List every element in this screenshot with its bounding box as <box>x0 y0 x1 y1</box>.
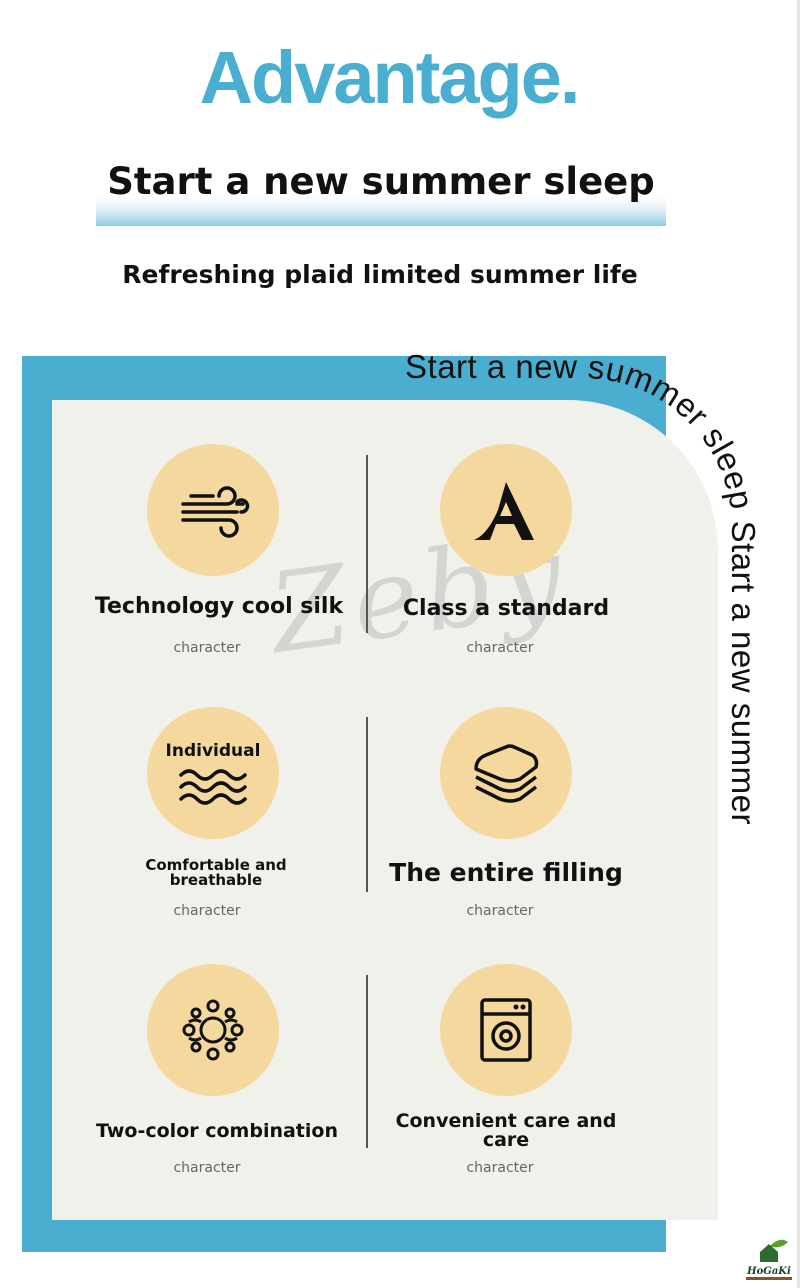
circle-caption: Individual <box>165 741 261 761</box>
feature-title: Two-color combination <box>96 1120 338 1142</box>
feature-icon-circle <box>147 964 279 1096</box>
logo-text: HoGaKi <box>746 1266 791 1277</box>
feature-subtitle: character <box>173 903 241 919</box>
feature-subtitle: character <box>466 903 534 919</box>
letter-a-icon <box>474 482 534 540</box>
feature-title: Class a standard <box>402 596 610 621</box>
divider <box>366 975 368 1148</box>
feature-subtitle: character <box>173 1160 241 1176</box>
feature-icon-circle <box>440 964 572 1096</box>
feature-subtitle: character <box>173 640 241 656</box>
feature-icon-circle <box>147 444 279 576</box>
pattern-icon <box>182 999 244 1061</box>
divider <box>366 455 368 633</box>
hogaki-logo: HoGaKi <box>746 1239 792 1280</box>
feature-subtitle: character <box>466 640 534 656</box>
wind-icon <box>181 486 250 538</box>
page-title: Advantage. <box>199 36 581 119</box>
feature-title: Convenient care and care <box>395 1110 617 1151</box>
feature-icon-circle <box>440 444 572 576</box>
divider <box>366 717 368 892</box>
banner: Start a new summer sleep <box>96 140 666 226</box>
feature-title: Technology cool silk <box>94 594 344 619</box>
layers-icon <box>474 744 539 803</box>
feature-subtitle: character <box>466 1160 534 1176</box>
feature-title: The entire filling <box>389 858 623 887</box>
feature-title: Comfortable and breathable <box>145 856 287 889</box>
banner-text: Start a new summer sleep <box>107 160 655 203</box>
page-edge <box>797 0 800 1288</box>
subtitle: Refreshing plaid limited summer life <box>122 260 638 289</box>
feature-icon-circle: Individual <box>147 707 279 839</box>
washing-machine-icon <box>480 998 532 1062</box>
feature-icon-circle <box>440 707 572 839</box>
waves-icon <box>179 769 247 805</box>
